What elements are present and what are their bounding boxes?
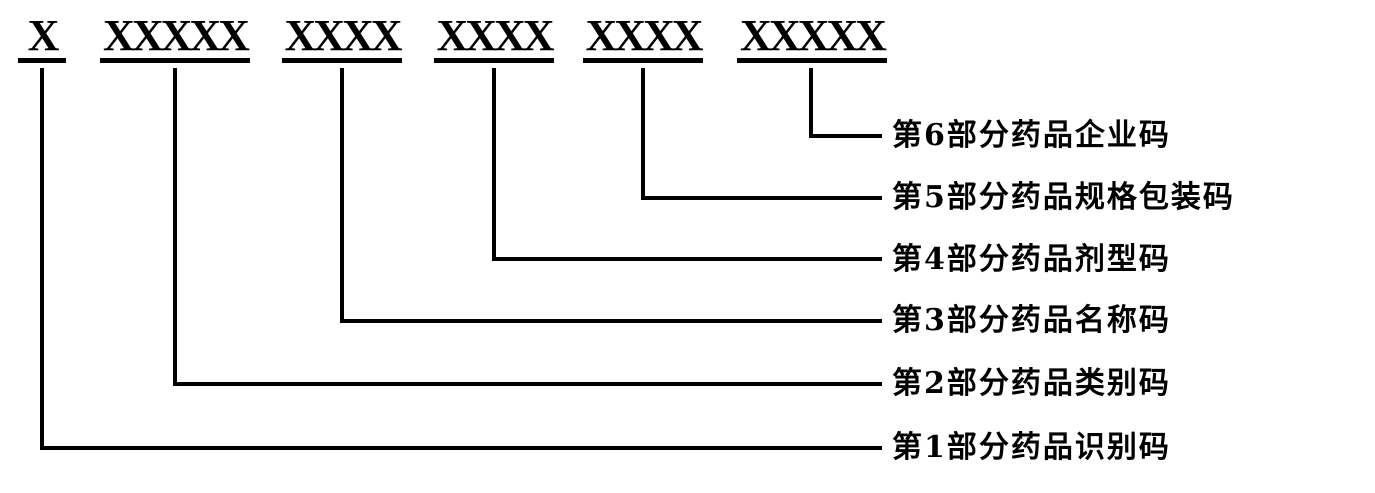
code-group-part3: XXXX: [282, 13, 403, 63]
code-group-part4: XXXX: [434, 13, 555, 63]
connector-line-part6: [809, 68, 882, 138]
connector-line-part2: [173, 68, 882, 386]
label-part1: 第1部分药品识别码: [892, 430, 1171, 465]
label-part2: 第2部分药品类别码: [892, 366, 1171, 401]
code-group-part5: XXXX: [583, 13, 704, 63]
connector-line-part3: [340, 68, 882, 323]
connector-line-part1: [40, 68, 882, 450]
code-group-part2: XXXXX: [100, 13, 250, 63]
code-group-part6: XXXXX: [737, 13, 887, 63]
label-part5: 第5部分药品规格包装码: [892, 180, 1235, 215]
code-group-part1: X: [18, 13, 66, 63]
label-part3: 第3部分药品名称码: [892, 303, 1171, 338]
connector-line-part5: [641, 68, 882, 200]
connector-line-part4: [492, 68, 882, 261]
label-part6: 第6部分药品企业码: [892, 118, 1171, 153]
label-part4: 第4部分药品剂型码: [892, 242, 1171, 277]
